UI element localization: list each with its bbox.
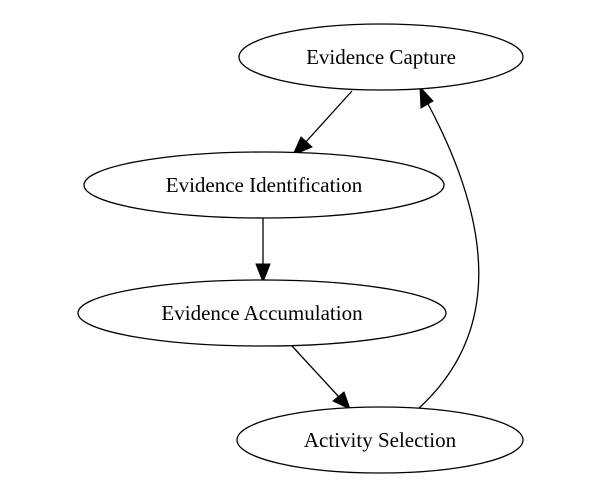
- edge-line: [417, 101, 480, 410]
- node-evidence-identification[interactable]: Evidence Identification: [83, 151, 445, 219]
- node-label: Evidence Capture: [306, 45, 456, 69]
- node-shape: [236, 406, 524, 474]
- arrowhead: [255, 263, 271, 284]
- arrowhead: [332, 391, 351, 410]
- edge-selection-to-capture: [417, 85, 480, 410]
- node-label: Activity Selection: [304, 428, 457, 452]
- edge-capture-to-identification: [292, 90, 353, 156]
- node-label: Evidence Accumulation: [161, 301, 363, 325]
- node-shape: [83, 151, 445, 219]
- arrowhead: [292, 136, 313, 156]
- edge-accumulation-to-selection: [291, 345, 351, 410]
- node-activity-selection[interactable]: Activity Selection: [236, 406, 524, 474]
- node-evidence-accumulation[interactable]: Evidence Accumulation: [77, 279, 447, 347]
- node-label: Evidence Identification: [166, 173, 363, 197]
- edge-line: [291, 345, 340, 398]
- node-shape: [238, 23, 524, 91]
- node-shape: [77, 279, 447, 347]
- edge-line: [303, 90, 353, 145]
- node-evidence-capture[interactable]: Evidence Capture: [238, 23, 524, 91]
- arrowhead: [419, 85, 434, 109]
- edge-identification-to-accumulation: [255, 218, 271, 284]
